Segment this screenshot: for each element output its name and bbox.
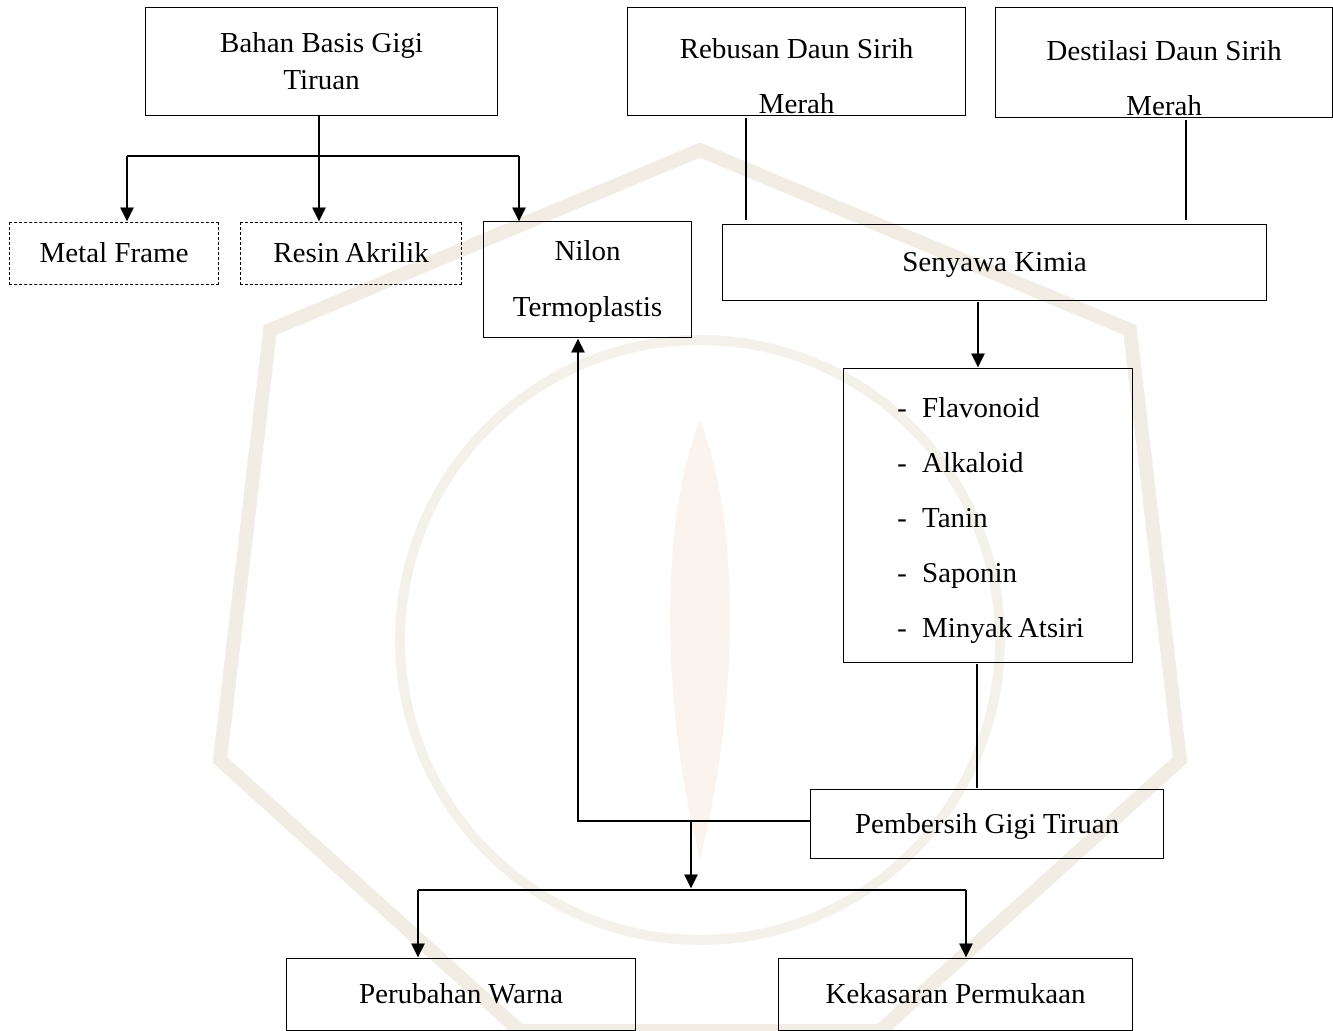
box-compound-list: - Flavonoid - Alkaloid - Tanin - Saponin… — [843, 368, 1133, 663]
box-resin-akrilik-label: Resin Akrilik — [273, 237, 429, 270]
box-metal-frame-label: Metal Frame — [39, 237, 189, 270]
box-rebusan-line2: Merah — [758, 88, 835, 121]
box-bahan-basis-gigi-tiruan: Bahan Basis Gigi Tiruan — [145, 7, 498, 116]
box-senyawa-kimia-label: Senyawa Kimia — [902, 246, 1087, 279]
compound-item: - Minyak Atsiri — [844, 601, 1084, 656]
box-destilasi-line2: Merah — [1126, 90, 1202, 123]
box-nilon-line1: Nilon — [554, 235, 621, 268]
box-kekasaran-permukaan: Kekasaran Permukaan — [778, 958, 1133, 1031]
compound-item: - Alkaloid — [844, 436, 1024, 491]
compound-label: Tanin — [922, 502, 988, 534]
box-rebusan-line1: Rebusan Daun Sirih — [679, 33, 914, 65]
compound-label: Saponin — [922, 557, 1018, 589]
list-bullet: - — [897, 557, 907, 589]
box-senyawa-kimia: Senyawa Kimia — [722, 224, 1267, 301]
list-bullet: - — [897, 447, 907, 479]
box-metal-frame: Metal Frame — [9, 222, 219, 285]
compound-item: - Saponin — [844, 546, 1017, 601]
compound-item: - Flavonoid — [844, 381, 1040, 436]
box-rebusan-daun-sirih: Rebusan Daun Sirih Merah — [627, 7, 966, 120]
box-destilasi-daun-sirih: Destilasi Daun Sirih Merah — [995, 7, 1333, 122]
compound-label: Minyak Atsiri — [922, 612, 1084, 644]
box-resin-akrilik: Resin Akrilik — [240, 222, 462, 285]
box-pembersih-gigi-tiruan: Pembersih Gigi Tiruan — [810, 789, 1164, 859]
box-nilon-line2: Termoplastis — [512, 290, 663, 323]
box-perubahan-warna: Perubahan Warna — [286, 958, 636, 1031]
list-bullet: - — [897, 392, 907, 424]
box-nilon-termoplastis: Nilon Termoplastis — [483, 221, 692, 338]
compound-item: - Tanin — [844, 491, 988, 546]
list-bullet: - — [897, 612, 907, 644]
compound-label: Alkaloid — [922, 447, 1024, 479]
box-bahan-basis-line2: Tiruan — [283, 63, 360, 96]
box-pembersih-label: Pembersih Gigi Tiruan — [854, 807, 1120, 840]
box-destilasi-line1: Destilasi Daun Sirih — [1046, 35, 1282, 67]
list-bullet: - — [897, 502, 907, 534]
connector-pembersih-nilon — [571, 338, 810, 822]
compound-label: Flavonoid — [922, 392, 1040, 424]
box-bahan-basis-line1: Bahan Basis Gigi — [220, 27, 423, 60]
box-perubahan-warna-label: Perubahan Warna — [358, 978, 564, 1011]
box-kekasaran-label: Kekasaran Permukaan — [825, 978, 1086, 1011]
